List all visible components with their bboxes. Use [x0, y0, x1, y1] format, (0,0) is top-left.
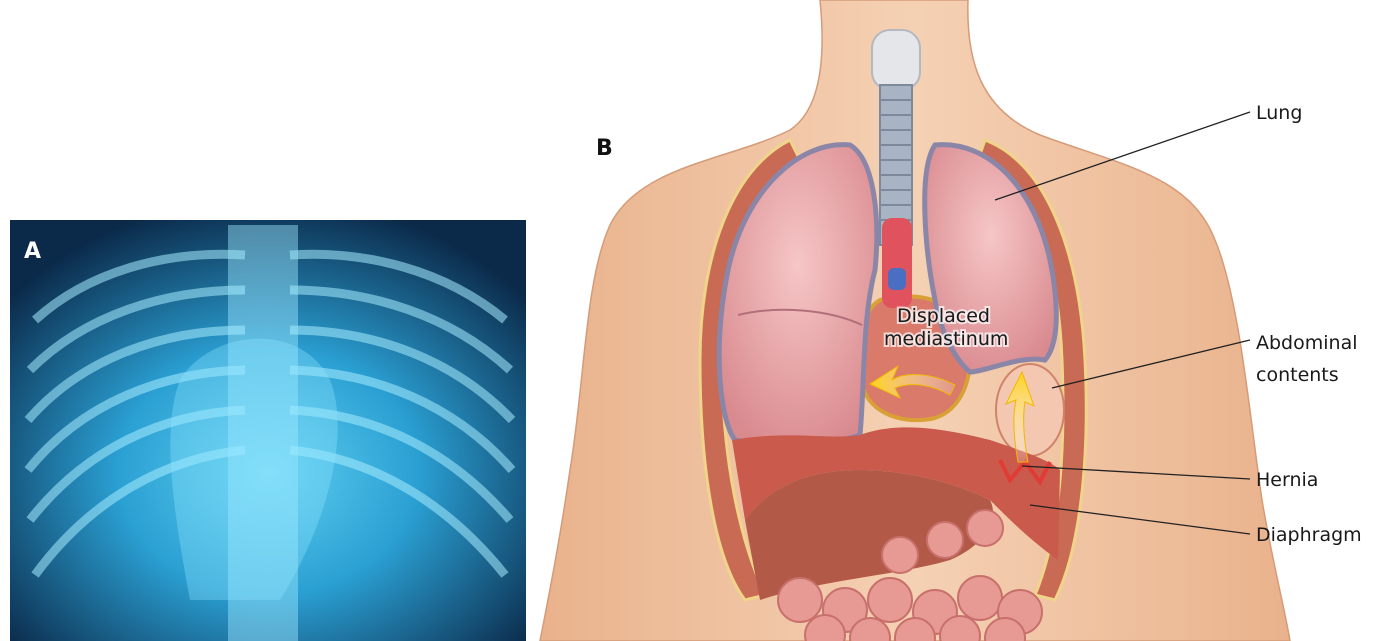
vein	[888, 268, 906, 290]
xray-panel: A	[10, 220, 526, 641]
aorta	[882, 218, 912, 308]
displaced-label-2: mediastinum	[884, 328, 1008, 350]
herniated-stomach	[996, 364, 1064, 456]
panel-b-label: B	[596, 136, 613, 161]
displaced-label-1: Displaced	[897, 305, 990, 327]
diaphragm-label: Diaphragm	[1256, 524, 1362, 546]
callout-displaced-mediastinum: Displaced Displaced mediastinum mediasti…	[884, 305, 1008, 350]
lung-label: Lung	[1256, 102, 1302, 124]
abdominal-contents-label-2: contents	[1256, 364, 1339, 386]
hernia-label: Hernia	[1256, 469, 1318, 491]
trachea	[872, 30, 920, 245]
abdominal-contents-label-1: Abdominal	[1256, 332, 1358, 354]
anatomy-panel: B Lung Abdominal contents Hernia Diaphra…	[540, 0, 1362, 641]
panel-a-label: A	[24, 239, 41, 264]
